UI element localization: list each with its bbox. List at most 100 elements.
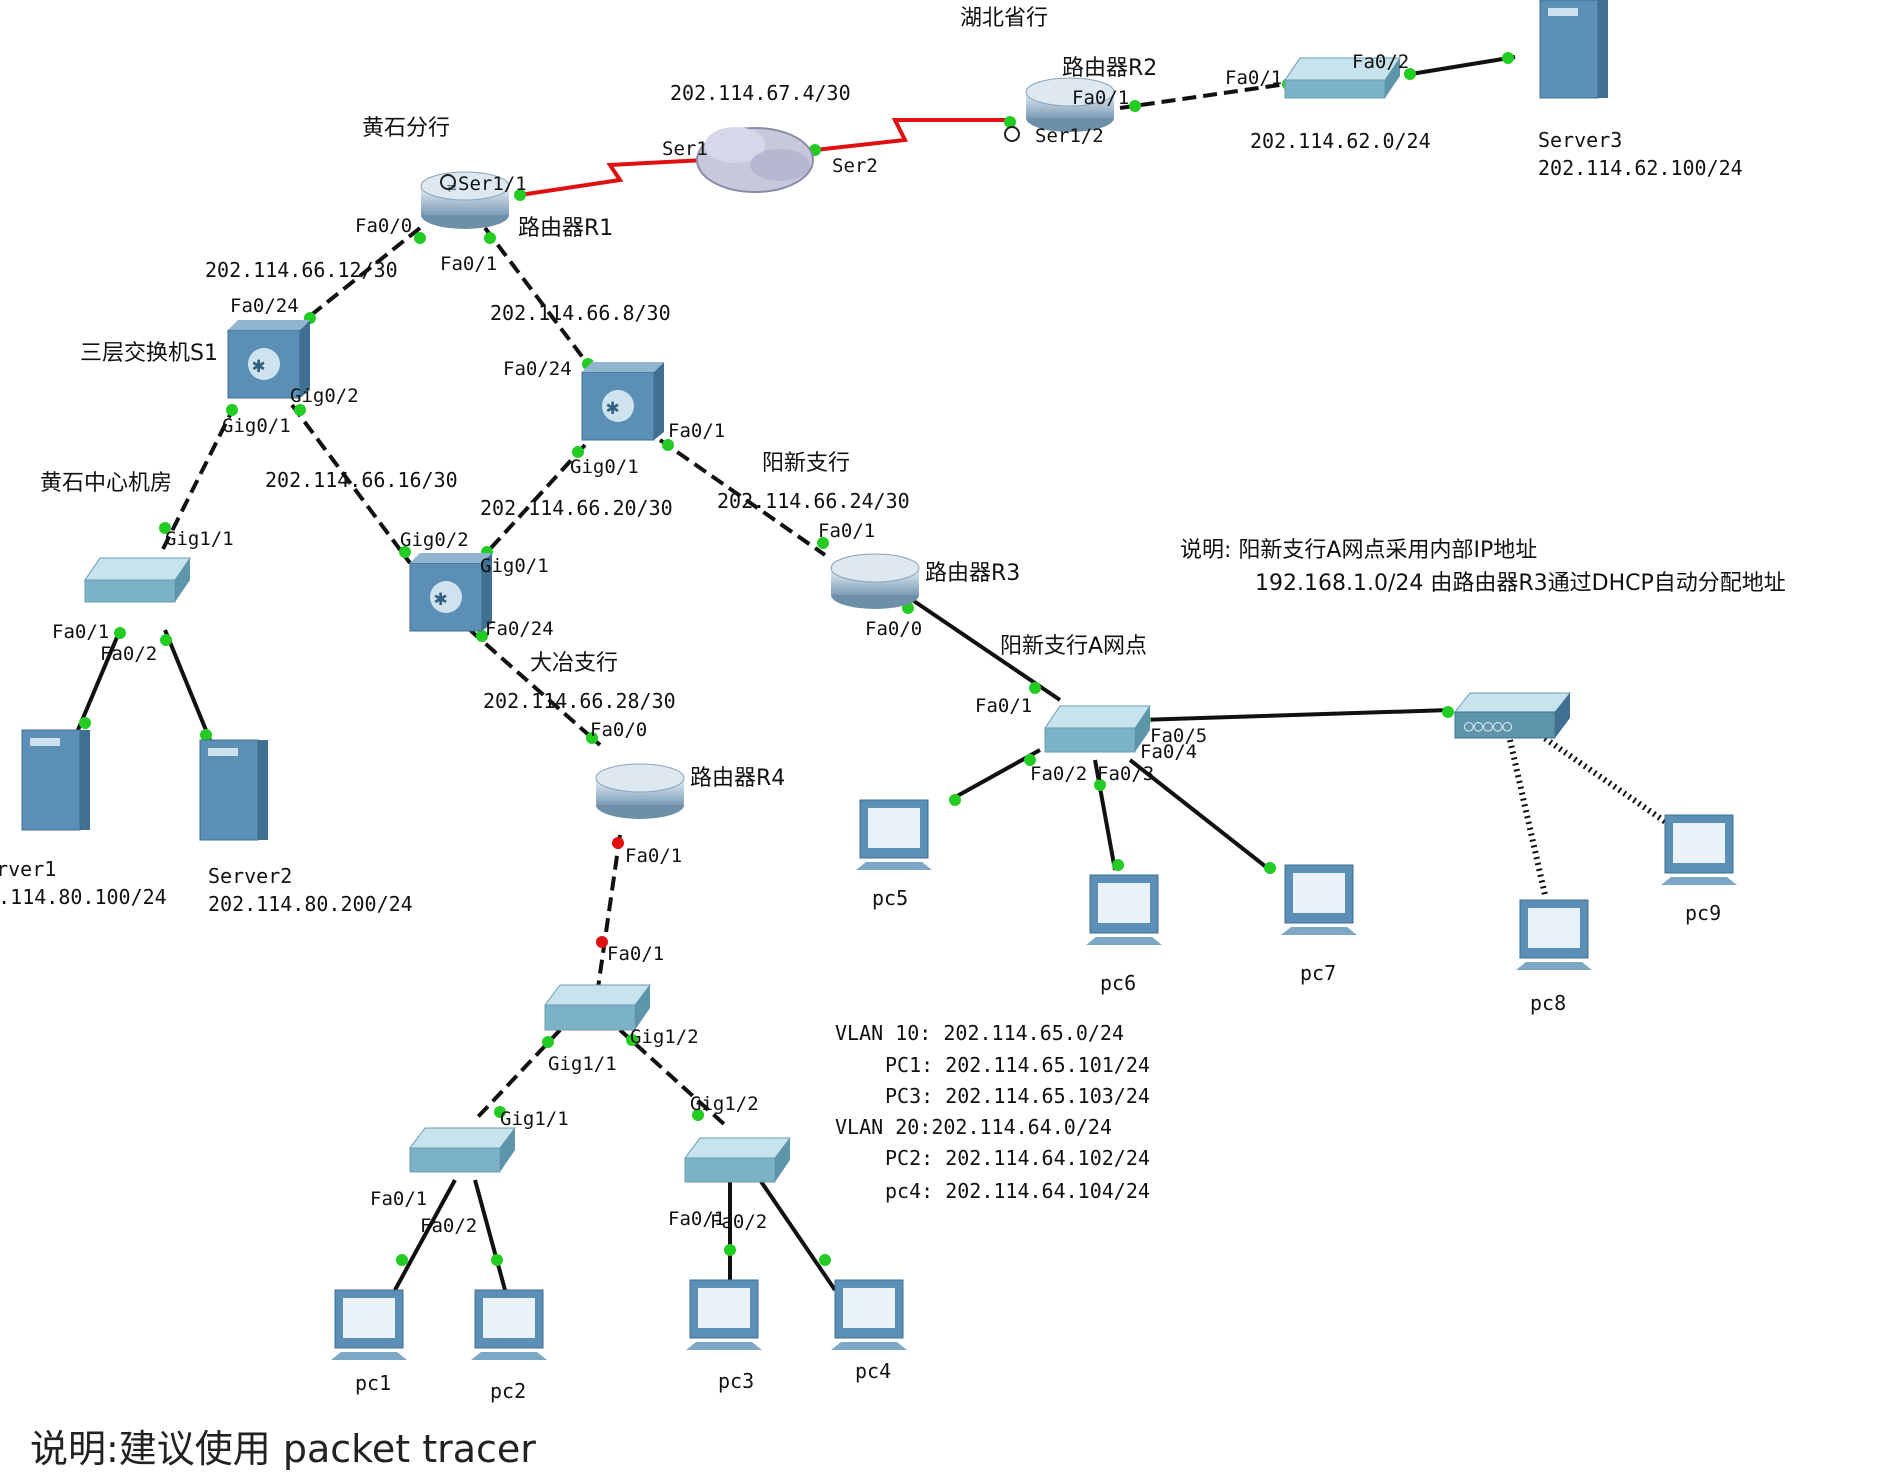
vlan-note-line: pc4: 202.114.64.104/24	[885, 1179, 1150, 1203]
switch-hubei-icon[interactable]	[1284, 57, 1401, 99]
svg-text:✱: ✱	[434, 586, 447, 611]
pc-5-label: pc5	[872, 886, 908, 910]
links	[76, 55, 1672, 1292]
router-r4-label: 路由器R4	[690, 766, 785, 791]
port-label: Fa0/1	[607, 943, 664, 965]
port-label: Gig1/2	[630, 1026, 699, 1048]
port-label: Fa0/2	[1030, 763, 1087, 785]
pc-2-icon[interactable]	[471, 1289, 547, 1360]
network-n20-label: 202.114.66.20/30	[480, 496, 673, 520]
port-label: Fa0/1	[1225, 67, 1282, 89]
multilayer-switch-s1-icon[interactable]: ✱	[227, 320, 310, 399]
link-centersw-server2	[163, 629, 212, 741]
port-label: Gig0/1	[222, 415, 291, 437]
network-n8-label: 202.114.66.8/30	[490, 301, 671, 325]
link-s2-r3	[658, 438, 827, 557]
pc-2-label: pc2	[490, 1379, 526, 1403]
network-cloud-label: 202.114.67.4/30	[670, 81, 851, 105]
svg-text:○○○○○: ○○○○○	[1464, 716, 1513, 735]
svg-text:✱: ✱	[606, 395, 619, 420]
router-r1-label: 路由器R1	[518, 216, 613, 241]
switch-access-right-icon[interactable]	[684, 1137, 791, 1183]
multilayer-switch-s2-icon[interactable]: ✱	[581, 362, 664, 441]
link-swl-pc2	[473, 1179, 507, 1291]
pc-5-icon[interactable]	[856, 799, 932, 870]
switch-daye-icon[interactable]	[544, 984, 651, 1031]
port-label: Gig0/1	[570, 456, 639, 478]
port-label: Fa0/2	[710, 1211, 767, 1233]
pc-4-label: pc4	[855, 1359, 891, 1383]
port-label: Gig0/2	[400, 529, 469, 551]
port-label: Fa0/1	[818, 520, 875, 542]
network-r2-lan-label: 202.114.62.0/24	[1250, 129, 1431, 153]
switch-center-icon[interactable]	[84, 557, 191, 603]
port-label: Fa0/1	[625, 845, 682, 867]
router-r1-icon[interactable]: ⇄	[420, 171, 510, 229]
link-swr-pc4	[758, 1178, 837, 1292]
link-r2-sw	[1119, 80, 1301, 110]
server2-icon[interactable]	[199, 739, 268, 841]
vlan-note-line: PC1: 202.114.65.101/24	[885, 1053, 1150, 1077]
pc-6-icon[interactable]	[1086, 874, 1162, 945]
network-n28-label: 202.114.66.28/30	[483, 689, 676, 713]
switch-yangxin-a-icon[interactable]	[1044, 705, 1151, 753]
server1-icon[interactable]	[21, 729, 90, 831]
port-label: Fa0/24	[485, 618, 554, 640]
network-n12-label: 202.114.66.12/30	[205, 258, 398, 282]
serial-link-cloud-r2	[814, 118, 1010, 152]
port-label: Ser1/2	[1035, 125, 1104, 147]
router-r4-icon[interactable]	[595, 763, 685, 819]
wireless-access-point-icon[interactable]: ○○○○○	[1453, 692, 1572, 739]
port-label: Fa0/1	[440, 253, 497, 275]
link-s1-centersw	[158, 404, 237, 556]
region-yangxin-a-label: 阳新支行A网点	[1000, 634, 1147, 659]
pc-9-icon[interactable]	[1661, 814, 1737, 885]
server3-ip: 202.114.62.100/24	[1538, 156, 1743, 180]
port-label: Gig0/1	[480, 555, 549, 577]
port-label: Fa0/1	[1072, 87, 1129, 109]
port-label: Fa0/0	[355, 215, 412, 237]
wireless-ap-pc9	[1538, 732, 1672, 828]
port-label: Gig1/1	[548, 1053, 617, 1075]
port-label: Fa0/24	[503, 358, 572, 380]
network-n24-label: 202.114.66.24/30	[717, 489, 910, 513]
link-s2-s3	[478, 443, 587, 562]
port-label: Fa0/5	[1150, 725, 1207, 747]
pc-7-icon[interactable]	[1281, 864, 1357, 935]
region-huangshi-label: 黄石分行	[362, 116, 450, 141]
pc-1-icon[interactable]	[331, 1289, 407, 1360]
dhcp-note-line2: 192.168.1.0/24 由路由器R3通过DHCP自动分配地址	[1255, 571, 1786, 596]
port-label: Fa0/1	[52, 621, 109, 643]
router-r2-icon[interactable]	[1025, 77, 1115, 132]
network-n16-label: 202.114.66.16/30	[265, 468, 458, 492]
port-label: Fa0/1	[370, 1188, 427, 1210]
link-swa-pc7	[1128, 758, 1272, 872]
port-label: Ser1	[662, 138, 708, 160]
router-r3-icon[interactable]	[830, 553, 920, 609]
region-daye-label: 大冶支行	[530, 651, 618, 676]
wan-cloud-icon[interactable]	[696, 127, 814, 193]
region-hubei-label: 湖北省行	[960, 6, 1048, 31]
multilayer-switch-s3-icon[interactable]: ✱	[409, 553, 492, 632]
server3-icon[interactable]	[1539, 0, 1608, 99]
link-r1-s1	[303, 226, 422, 322]
port-label: Fa0/1	[668, 1208, 725, 1230]
pc-3-icon[interactable]	[686, 1279, 762, 1350]
port-label: Fa0/0	[590, 719, 647, 741]
link-swa-pc6	[1093, 759, 1117, 871]
pc-4-icon[interactable]	[831, 1279, 907, 1350]
clock-icon	[440, 174, 456, 190]
port-label: Fa0/2	[100, 643, 157, 665]
link-sw-server3	[1404, 55, 1516, 77]
server2-ip: 202.114.80.200/24	[208, 892, 413, 916]
port-label: Fa0/4	[1140, 741, 1197, 763]
link-s1-s3	[290, 403, 412, 565]
router-r2-label: 路由器R2	[1062, 56, 1157, 81]
server2-label: Server2	[208, 864, 292, 888]
footer-note: 说明:建议使用 packet tracer	[30, 1427, 536, 1471]
switch-access-left-icon[interactable]	[409, 1127, 516, 1173]
switch-s1-label: 三层交换机S1	[80, 341, 218, 366]
pc-8-icon[interactable]	[1516, 899, 1592, 970]
link-swa-ap	[1139, 708, 1451, 722]
